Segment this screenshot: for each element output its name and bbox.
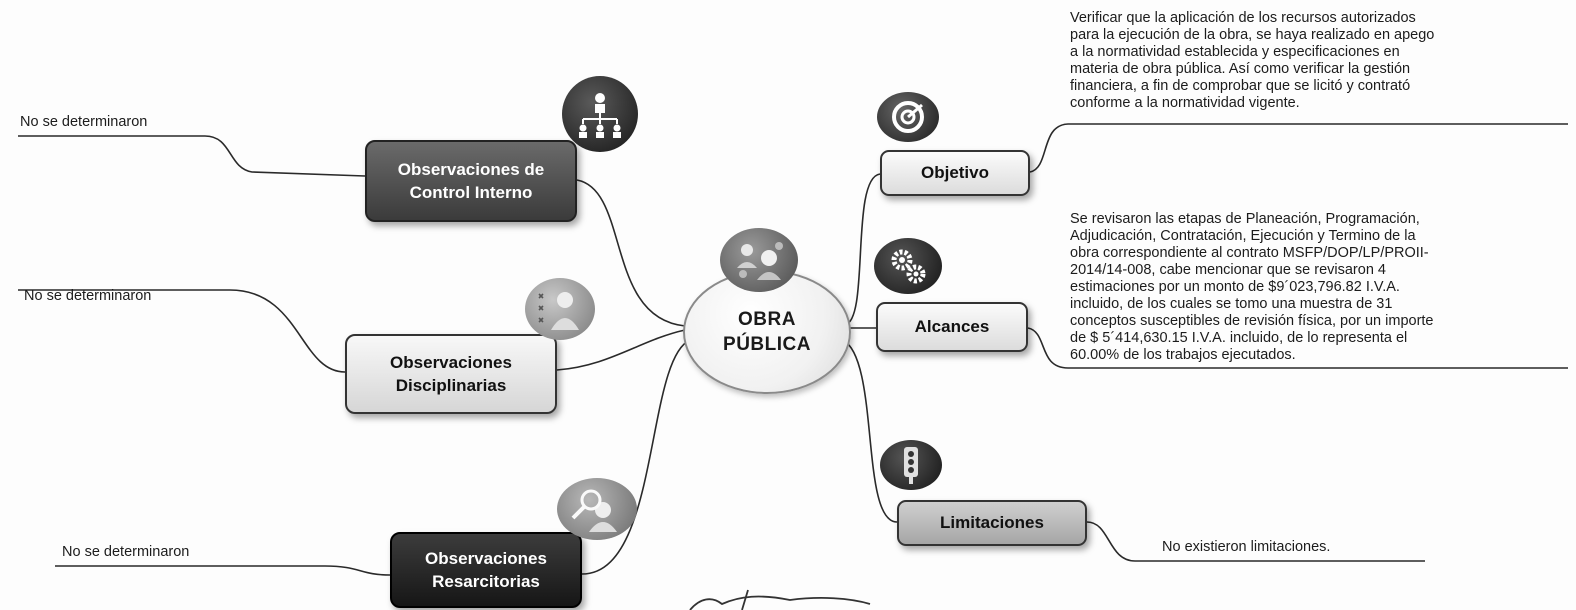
person-checklist-icon <box>525 278 595 340</box>
node-label: Alcances <box>914 317 990 336</box>
node-limitaciones[interactable]: Limitaciones <box>897 500 1087 546</box>
alcances-line: 2014/14-008, cabe mencionar que se revis… <box>1070 262 1386 278</box>
connector-control-center <box>576 179 686 327</box>
objetivo-line: a la normatividad establecida y especifi… <box>1070 44 1400 60</box>
alcances-description: Se revisaron las etapas de Planeación, P… <box>1070 211 1570 364</box>
objetivo-line: para la ejecución de la obra, se haya re… <box>1070 27 1435 43</box>
objetivo-line: Verificar que la aplicación de los recur… <box>1070 10 1416 26</box>
connector-center-limitaciones <box>842 339 898 523</box>
alcances-line: Adjudicación, Contratación, Ejecución y … <box>1070 228 1416 244</box>
connector-center-objetivo <box>844 173 881 326</box>
center-node[interactable]: OBRA PÚBLICA <box>683 270 851 394</box>
connector-limitaciones-text <box>1086 521 1425 562</box>
connector-alcances-text <box>1027 327 1568 369</box>
alcances-line: incluido, de los cuales se tomo una mues… <box>1070 296 1393 312</box>
node-observaciones-disciplinarias[interactable]: Observaciones Disciplinarias <box>345 334 557 414</box>
objetivo-description: Verificar que la aplicación de los recur… <box>1070 10 1570 112</box>
node-label-line1: Observaciones de <box>397 160 545 179</box>
gears-icon <box>874 238 942 294</box>
leaf-disciplinarias: No se determinaron <box>24 288 152 304</box>
leaf-limitaciones: No existieron limitaciones. <box>1162 539 1331 555</box>
connector-disciplinarias-center <box>556 329 686 371</box>
alcances-line: Se revisaron las etapas de Planeación, P… <box>1070 211 1420 227</box>
signature-mark <box>689 595 871 610</box>
team-network-icon <box>720 228 798 292</box>
alcances-line: estimaciones por un monto de $9´023,796.… <box>1070 279 1400 295</box>
node-label-line2: Control Interno <box>409 183 533 202</box>
node-label-line2: Resarcitorias <box>432 572 540 591</box>
objetivo-line: financiera, a fin de comprobar que se li… <box>1070 78 1411 94</box>
objetivo-line: conforme a la normatividad vigente. <box>1070 95 1300 111</box>
node-objetivo[interactable]: Objetivo <box>880 150 1030 196</box>
center-title-line1: OBRA <box>738 309 796 330</box>
node-alcances[interactable]: Alcances <box>876 302 1028 352</box>
alcances-line: obra correspondiente al contrato MSFP/DO… <box>1070 245 1429 261</box>
leaf-resarcitorias: No se determinaron <box>62 544 190 560</box>
alcances-line: conceptos susceptibles de revisión físic… <box>1070 313 1434 329</box>
connector-control-leaf <box>18 135 366 177</box>
objetivo-line: materia de obra pública. Así como verifi… <box>1070 61 1411 77</box>
target-icon <box>877 92 939 142</box>
node-label-line1: Observaciones <box>425 549 547 568</box>
node-label: Limitaciones <box>940 513 1044 532</box>
node-observaciones-resarcitorias[interactable]: Observaciones Resarcitorias <box>390 532 582 608</box>
connector-resarcitorias-center <box>581 339 691 575</box>
node-label-line1: Observaciones <box>390 353 512 372</box>
node-observaciones-control-interno[interactable]: Observaciones de Control Interno <box>365 140 577 222</box>
connector-objetivo-text <box>1029 123 1568 173</box>
alcances-line: de $ 5´414,630.15 I.V.A. incluido, de lo… <box>1070 330 1408 346</box>
traffic-light-icon <box>880 440 942 490</box>
leaf-control-interno: No se determinaron <box>20 114 148 130</box>
alcances-line: 60.00% de los trabajos ejecutados. <box>1070 347 1296 363</box>
magnifier-person-icon <box>557 478 637 540</box>
center-title-line2: PÚBLICA <box>723 334 811 355</box>
connector-resarcitorias-leaf <box>55 565 391 576</box>
connector-disciplinarias-leaf <box>18 289 346 373</box>
signature-tail <box>741 589 749 610</box>
node-label: Objetivo <box>920 163 989 182</box>
node-label-line2: Disciplinarias <box>395 376 507 395</box>
organization-chart-icon <box>562 76 638 152</box>
